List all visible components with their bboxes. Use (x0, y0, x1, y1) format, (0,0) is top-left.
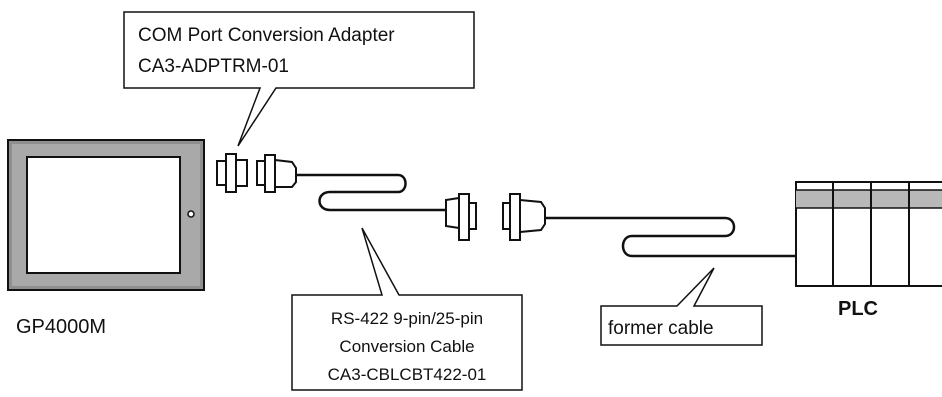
conversion-cable-callout-line2: Conversion Cable (339, 337, 474, 356)
indicator-led (187, 210, 195, 218)
conversion-cable-line (296, 173, 446, 212)
plc-label: PLC (838, 298, 878, 320)
plc-rack (795, 181, 942, 287)
adapter-callout-box (123, 11, 475, 147)
gp4000m-display (7, 139, 205, 291)
adapter-callout-line2: CA3-ADPTRM-01 (138, 56, 289, 77)
conversion-cable-callout-box (291, 227, 523, 391)
com-port-adapter (216, 153, 248, 193)
former-cable-line (545, 216, 796, 258)
conversion-cable-callout-line3: CA3-CBLCBT422-01 (328, 365, 487, 384)
cable-connector-9pin (256, 154, 297, 193)
former-cable-callout-box (600, 267, 763, 346)
former-cable-connector (502, 193, 546, 241)
conversion-cable-callout-line1: RS-422 9-pin/25-pin (331, 309, 483, 328)
former-cable-callout-text: former cable (608, 318, 714, 339)
display-screen (26, 156, 181, 274)
gp4000m-label: GP4000M (16, 316, 106, 338)
adapter-callout-line1: COM Port Conversion Adapter (138, 25, 395, 46)
cable-connector-25pin (445, 193, 477, 241)
